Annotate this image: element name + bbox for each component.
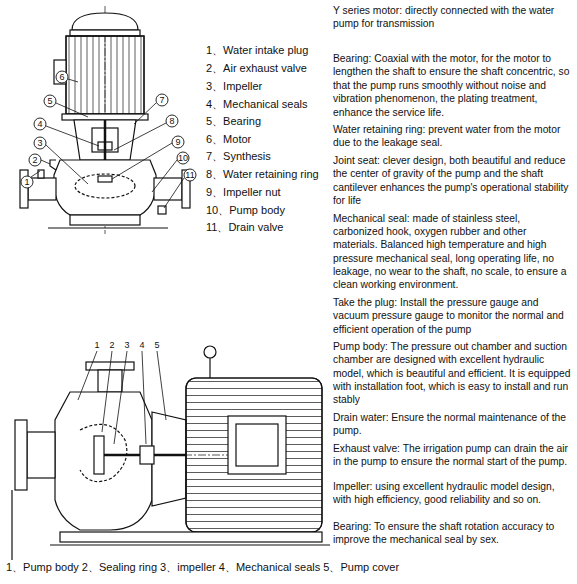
feature-note: Bearing: To ensure the shaft rotation ac… bbox=[333, 520, 573, 547]
callout-number: 3 bbox=[37, 139, 42, 148]
callout-number: 2 bbox=[109, 341, 114, 350]
callout-number: 7 bbox=[159, 96, 164, 105]
part-name: 2、Air exhaust valve bbox=[206, 62, 307, 76]
part-name: 4、Mechanical seals bbox=[206, 98, 308, 112]
feature-note: Impeller: using excellent hydraulic mode… bbox=[333, 480, 573, 507]
callout-number: 11 bbox=[185, 171, 194, 180]
part-name: 8、Water retaining ring bbox=[206, 168, 319, 182]
callout-number: 5 bbox=[47, 97, 52, 106]
callout-number: 9 bbox=[175, 138, 180, 147]
callout-number: 4 bbox=[139, 341, 144, 350]
feature-note: Joint seat: clever design, both beautifu… bbox=[333, 154, 573, 208]
feature-note: Drain water: Ensure the normal maintenan… bbox=[333, 411, 573, 438]
leader-line bbox=[31, 79, 184, 208]
feature-note: Exhaust valve: The irrigation pump can d… bbox=[333, 442, 573, 469]
part-name: 1、Water intake plug bbox=[206, 44, 308, 58]
feature-note: Take the plug: Install the pressure gaug… bbox=[333, 296, 573, 336]
part-name: 6、Motor bbox=[206, 133, 251, 147]
feature-note: Bearing: Coaxial with the motor, for the… bbox=[333, 52, 573, 119]
part-name: 7、Synthesis bbox=[206, 150, 271, 164]
part-name: 9、Impeller nut bbox=[206, 186, 281, 200]
feature-note: Water retaining ring: prevent water from… bbox=[333, 123, 573, 150]
leader-line bbox=[78, 351, 166, 444]
callout-number: 3 bbox=[124, 341, 129, 350]
feature-note: Mechanical seal: made of stainless steel… bbox=[333, 212, 573, 292]
callout-number: 1 bbox=[24, 178, 29, 187]
callout-number: 1 bbox=[94, 341, 99, 350]
callout-number: 4 bbox=[37, 120, 42, 129]
horizontal-pump bbox=[12, 346, 330, 560]
vertical-pump bbox=[20, 6, 190, 234]
part-name: 3、Impeller bbox=[206, 80, 262, 94]
callout-number: 10 bbox=[178, 154, 188, 163]
callout-number: 2 bbox=[32, 156, 37, 165]
callout-number: 8 bbox=[169, 117, 174, 126]
parts-caption: 1、Pump body 2、Sealing ring 3、impeller 4、… bbox=[6, 561, 399, 575]
callout-number: 5 bbox=[154, 341, 159, 350]
feature-note: Pump body: The pressure out chamber and … bbox=[333, 340, 573, 407]
part-name: 10、Pump body bbox=[206, 204, 285, 218]
part-name: 11、Drain valve bbox=[206, 221, 283, 235]
callout-number: 6 bbox=[59, 73, 64, 82]
callout-circle bbox=[21, 71, 196, 188]
feature-note: Y series motor: directly connected with … bbox=[333, 4, 573, 31]
part-name: 5、Bearing bbox=[206, 115, 261, 129]
